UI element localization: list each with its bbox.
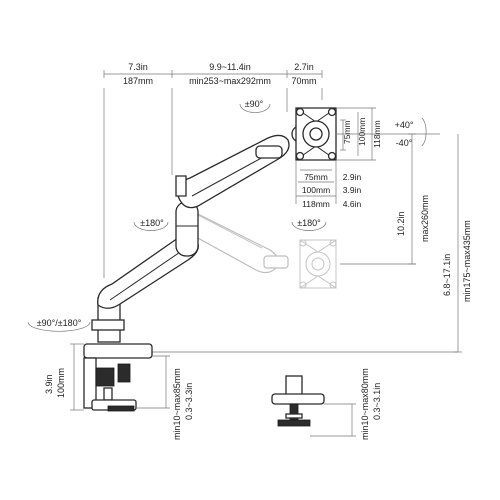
desk-range-in-label: 0.3~3.3in xyxy=(184,383,194,420)
lowered-arm-ghost xyxy=(175,207,337,289)
desk-clamp xyxy=(83,343,153,412)
vesa-w100-label: 100mm xyxy=(302,185,330,195)
grommet-range-mm-label: min10~max80mm xyxy=(360,368,370,440)
tilt-up-label: +40° xyxy=(395,120,414,130)
forearm-swivel-label: ±180° xyxy=(140,218,164,228)
grommet-range-in-label: 0.3~3.1in xyxy=(372,383,382,420)
vesa-h100-label: 100mm xyxy=(357,118,367,146)
rotation-arrows xyxy=(27,103,427,332)
vesa-w118-in-label: 4.6in xyxy=(343,199,362,209)
tilt-down-label: -40° xyxy=(396,138,413,148)
arm-depth-in-label: 7.3in xyxy=(128,62,148,72)
monitor-arm xyxy=(91,107,337,343)
vesa-w118-label: 118mm xyxy=(302,199,330,209)
vesa-horizontal-dims xyxy=(295,160,337,204)
vesa-h75-label: 75mm xyxy=(342,120,352,144)
height-max-mm-label: max260mm xyxy=(420,195,430,242)
clamp-dimension-lines xyxy=(70,343,170,411)
height-max-in-label: 10.2in xyxy=(396,211,406,236)
base-swivel-label: ±90°/±180° xyxy=(37,318,82,328)
vesa-vertical-dims xyxy=(336,107,376,161)
vesa-w75-in-label: 2.9in xyxy=(343,172,362,182)
vesa-rotate-label: ±90° xyxy=(245,99,264,109)
height-dimension-lines xyxy=(150,133,462,353)
vesa-plate xyxy=(291,107,337,161)
vesa-head-in-label: 2.7in xyxy=(294,62,314,72)
grommet-mount xyxy=(271,375,325,427)
height-range-in-label: 6.8~17.1in xyxy=(442,254,452,296)
vesa-w75-label: 75mm xyxy=(304,172,328,182)
height-range-mm-label: min175~max435mm xyxy=(462,220,472,302)
vesa-swivel-label: ±180° xyxy=(297,218,321,228)
grommet-dimension-lines xyxy=(310,403,356,437)
vesa-w100-in-label: 3.9in xyxy=(343,185,362,195)
forearm-length-mm-label: min253~max292mm xyxy=(189,76,271,86)
arm-depth-mm-label: 187mm xyxy=(123,76,153,86)
forearm-length-in-label: 9.9~11.4in xyxy=(209,62,251,72)
top-dimension-lines xyxy=(103,70,323,278)
clamp-height-mm-label: 100mm xyxy=(56,368,66,398)
desk-range-mm-label: min10~max85mm xyxy=(172,368,182,440)
vesa-head-mm-label: 70mm xyxy=(291,76,316,86)
clamp-height-in-label: 3.9in xyxy=(44,374,54,394)
